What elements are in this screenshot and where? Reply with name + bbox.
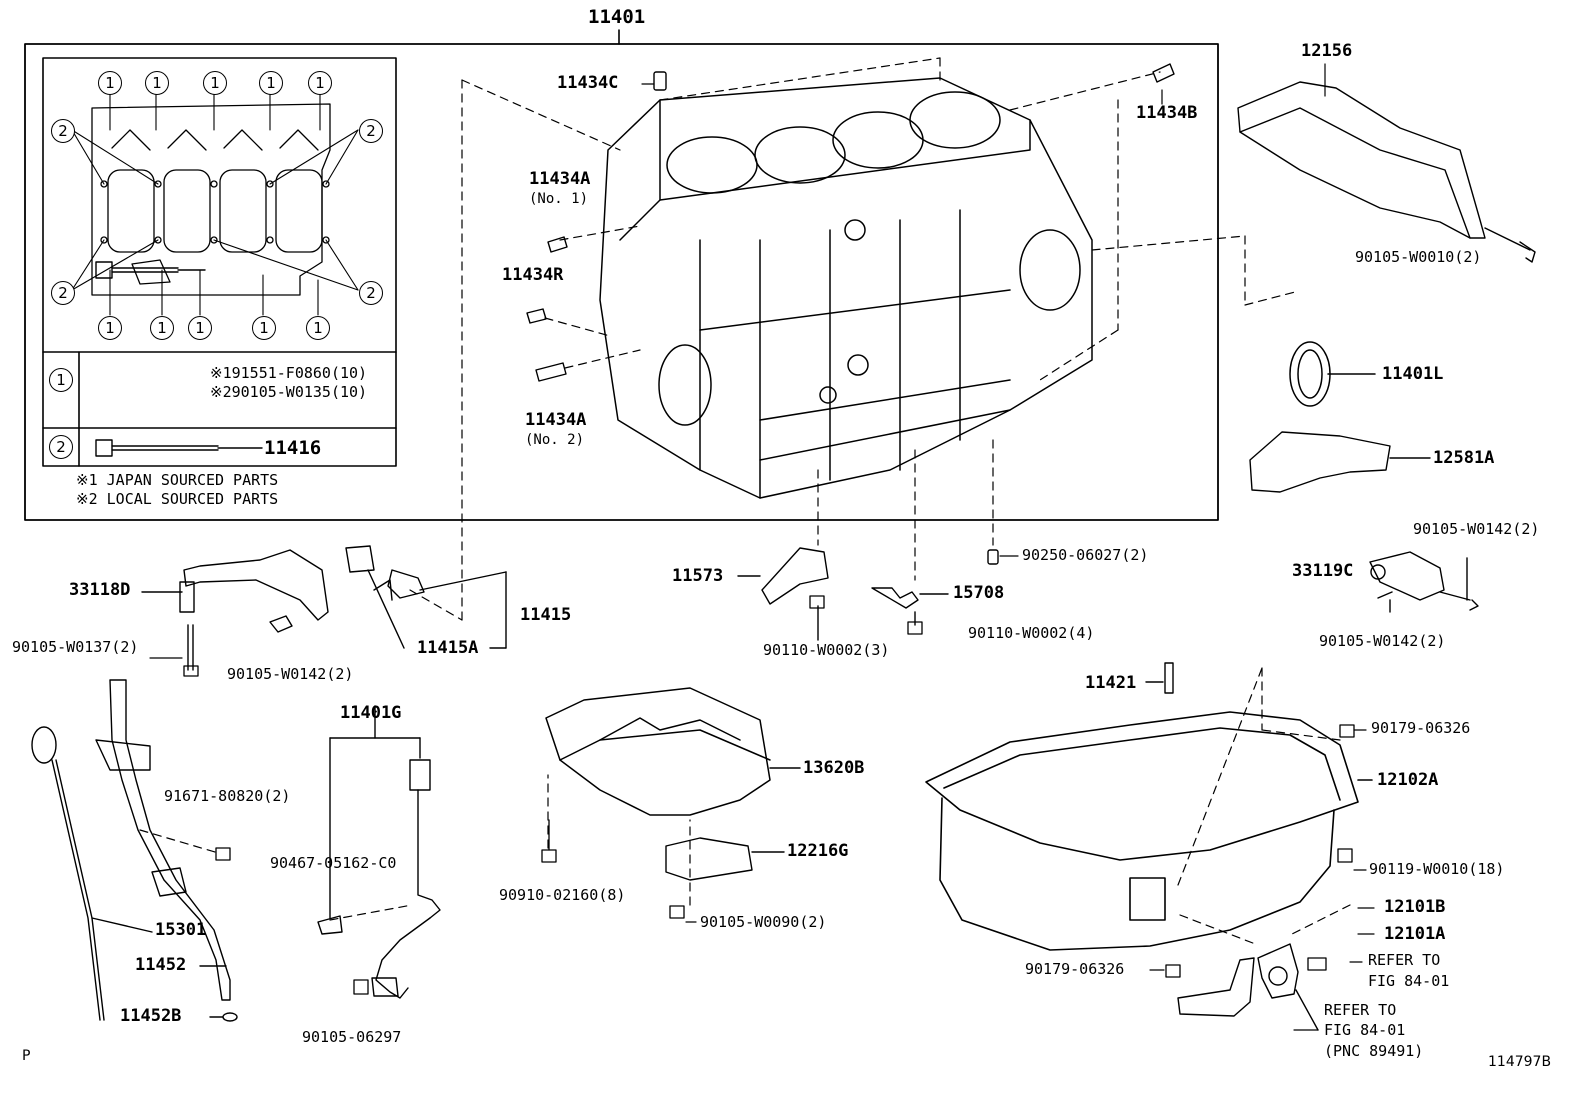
inset-callout-1: 1 [145, 71, 169, 95]
part-note-no1: (No. 1) [529, 191, 589, 207]
refer-to-fig-2c: (PNC 89491) [1324, 1042, 1424, 1060]
part-note-no2: (No. 2) [525, 432, 585, 448]
part-label-11434a-no1[interactable]: 11434A [529, 169, 591, 189]
part-label-11452b[interactable]: 11452B [120, 1006, 182, 1026]
pins [526, 63, 1175, 565]
bracket-33118d-drawing [141, 549, 329, 671]
part-label-11434c[interactable]: 11434C [557, 73, 619, 93]
part-label-11434a-no2[interactable]: 11434A [525, 410, 587, 430]
inset-callout-1: 1 [306, 316, 330, 340]
inset-callout-2: 2 [51, 119, 75, 143]
part-label-11573[interactable]: 11573 [672, 566, 724, 586]
bolts [183, 595, 1355, 995]
block-frame [24, 43, 1219, 521]
part-label-90105-w0142-right[interactable]: 90105-W0142(2) [1319, 632, 1446, 650]
inset-callout-1: 1 [308, 71, 332, 95]
note-local-sourced: ※2 LOCAL SOURCED PARTS [76, 490, 279, 508]
refer-to-fig-2b[interactable]: FIG 84-01 [1324, 1021, 1406, 1039]
part-label-90250-06027[interactable]: 90250-06027(2) [1022, 546, 1149, 564]
oil-pan-12102a-drawing [925, 711, 1373, 951]
part-label-90910-02160[interactable]: 90910-02160(8) [499, 886, 626, 904]
part-label-12156[interactable]: 12156 [1301, 41, 1353, 61]
legend-row1-part-a: ※191551-F0860(10) [210, 364, 368, 382]
part-label-12101a[interactable]: 12101A [1384, 924, 1446, 944]
inset-bolts [95, 261, 263, 457]
bolt-plan-drawing [91, 103, 331, 296]
part-label-11421[interactable]: 11421 [1085, 673, 1137, 693]
illustration-number: 114797B [1488, 1054, 1552, 1070]
part-label-12101b[interactable]: 12101B [1384, 897, 1446, 917]
stud-11421-drawing [1145, 662, 1174, 694]
part-label-11452[interactable]: 11452 [135, 955, 187, 975]
part-label-11415[interactable]: 11415 [520, 605, 572, 625]
part-label-11415a[interactable]: 11415A [417, 638, 479, 658]
part-label-90467-05162-c0[interactable]: 90467-05162-C0 [270, 854, 397, 872]
part-label-90105-w0137[interactable]: 90105-W0137(2) [12, 638, 139, 656]
corner-mark: P [22, 1048, 31, 1064]
part-label-11401l[interactable]: 11401L [1382, 364, 1444, 384]
refer-to-fig-1a: REFER TO [1368, 951, 1441, 969]
baffle-12156-drawing [1237, 81, 1536, 263]
part-label-90105-06297[interactable]: 90105-06297 [302, 1028, 402, 1046]
inset-callout-2: 2 [359, 281, 383, 305]
part-label-33119c[interactable]: 33119C [1292, 561, 1354, 581]
inset-callout-1: 1 [150, 316, 174, 340]
inset-callout-1: 1 [98, 71, 122, 95]
plate-11573-drawing [737, 547, 829, 641]
sensor-11401g-drawing [317, 705, 441, 999]
dashed-guides [139, 57, 1351, 946]
inset-callout-1: 1 [188, 316, 212, 340]
part-label-90105-w0142-left[interactable]: 90105-W0142(2) [227, 665, 354, 683]
part-label-90105-w0142-top[interactable]: 90105-W0142(2) [1413, 520, 1540, 538]
note-japan-sourced: ※1 JAPAN SOURCED PARTS [76, 471, 279, 489]
inset-callout-1: 1 [98, 316, 122, 340]
guide-11452-drawing [95, 679, 238, 1022]
part-label-90179-06326-top[interactable]: 90179-06326 [1371, 719, 1471, 737]
part-label-15301[interactable]: 15301 [155, 920, 207, 940]
insulator-12581a-drawing [1249, 431, 1431, 493]
part-label-11401g[interactable]: 11401G [340, 703, 402, 723]
part-label-90119-w0010[interactable]: 90119-W0010(18) [1369, 860, 1505, 878]
part-label-90179-06326-bottom[interactable]: 90179-06326 [1025, 960, 1125, 978]
part-label-91671-80820[interactable]: 91671-80820(2) [164, 787, 291, 805]
part-label-90110-w0002-4[interactable]: 90110-W0002(4) [968, 624, 1095, 642]
part-label-12102a[interactable]: 12102A [1377, 770, 1439, 790]
inset-callout-2: 2 [359, 119, 383, 143]
part-label-13620b[interactable]: 13620B [803, 758, 865, 778]
legend-row1-part-b: ※290105-W0135(10) [210, 383, 368, 401]
refer-to-fig-2a: REFER TO [1324, 1001, 1397, 1019]
dipstick-15301-drawing [31, 726, 153, 1021]
part-label-11401[interactable]: 11401 [588, 6, 646, 28]
inset-callout-1: 1 [259, 71, 283, 95]
strainer-drawing [1177, 943, 1319, 1031]
plate-12216g-drawing [665, 837, 785, 881]
bracket-33119c-drawing [1369, 551, 1479, 613]
cap-11415-drawing [345, 545, 507, 649]
part-label-11434b[interactable]: 11434B [1136, 103, 1198, 123]
part-label-90110-w0002-3[interactable]: 90110-W0002(3) [763, 641, 890, 659]
part-label-90105-w0090[interactable]: 90105-W0090(2) [700, 913, 827, 931]
part-label-33118d[interactable]: 33118D [69, 580, 131, 600]
inset-frame [42, 57, 397, 467]
part-label-15708[interactable]: 15708 [953, 583, 1005, 603]
refer-to-fig-1b[interactable]: FIG 84-01 [1368, 972, 1450, 990]
part-label-12216g[interactable]: 12216G [787, 841, 849, 861]
inset-callout-1: 1 [203, 71, 227, 95]
inset-callout-2: 2 [51, 281, 75, 305]
legend-row2-part[interactable]: 11416 [264, 437, 322, 459]
oil-pump-13620b-drawing [545, 687, 801, 816]
legend-callout-2: 2 [49, 435, 73, 459]
part-label-12581a[interactable]: 12581A [1433, 448, 1495, 468]
inset-leaders [71, 92, 359, 316]
oil-seal-drawing [1289, 341, 1376, 407]
nozzle-15708-drawing [871, 587, 949, 626]
label-leaders [149, 63, 1375, 1031]
part-label-11434r[interactable]: 11434R [502, 265, 564, 285]
inset-callout-1: 1 [252, 316, 276, 340]
part-label-90105-w0010[interactable]: 90105-W0010(2) [1355, 248, 1482, 266]
cylinder-block-drawing [599, 77, 1093, 499]
legend-callout-1: 1 [49, 368, 73, 392]
